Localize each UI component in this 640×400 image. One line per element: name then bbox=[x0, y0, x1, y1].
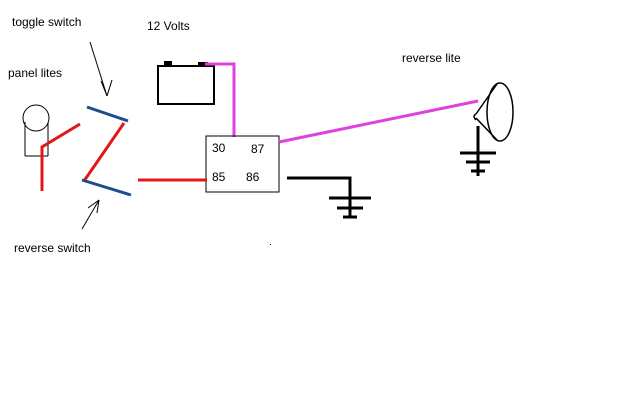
panel-lites-label: panel lites bbox=[8, 66, 63, 80]
relay-to-lite-wire bbox=[278, 99, 479, 144]
toggle-switch-label: toggle switch bbox=[12, 15, 82, 29]
panel-lite-icon bbox=[22, 104, 50, 157]
relay-pin-86-label: 86 bbox=[246, 170, 260, 184]
toggle-switch-pointer-arrow bbox=[89, 41, 113, 97]
relay-pin-30-label: 30 bbox=[212, 141, 226, 155]
relay-pin-87-label: 87 bbox=[251, 142, 265, 156]
reverse-switch-pointer-arrow bbox=[81, 199, 100, 230]
stray-dot bbox=[270, 244, 271, 245]
lite-ground-icon bbox=[460, 151, 496, 173]
panel-lite-wire bbox=[40, 122, 81, 191]
toggle-switch-blade bbox=[86, 105, 129, 123]
relay-ground-icon bbox=[329, 196, 371, 219]
reverse-lite-label: reverse lite bbox=[402, 51, 461, 65]
battery-to-relay-wire bbox=[205, 62, 236, 137]
relay-pin-85-label: 85 bbox=[212, 170, 226, 184]
relay-box bbox=[205, 135, 280, 193]
reverse-switch-blade bbox=[81, 178, 132, 197]
reverse-lite-icon bbox=[473, 82, 514, 142]
reverse-switch-label: reverse switch bbox=[14, 241, 91, 255]
battery-icon bbox=[157, 61, 215, 105]
voltage-label: 12 Volts bbox=[147, 19, 190, 33]
switch-link-wire bbox=[82, 122, 126, 182]
relay-ground-wire bbox=[287, 176, 352, 218]
